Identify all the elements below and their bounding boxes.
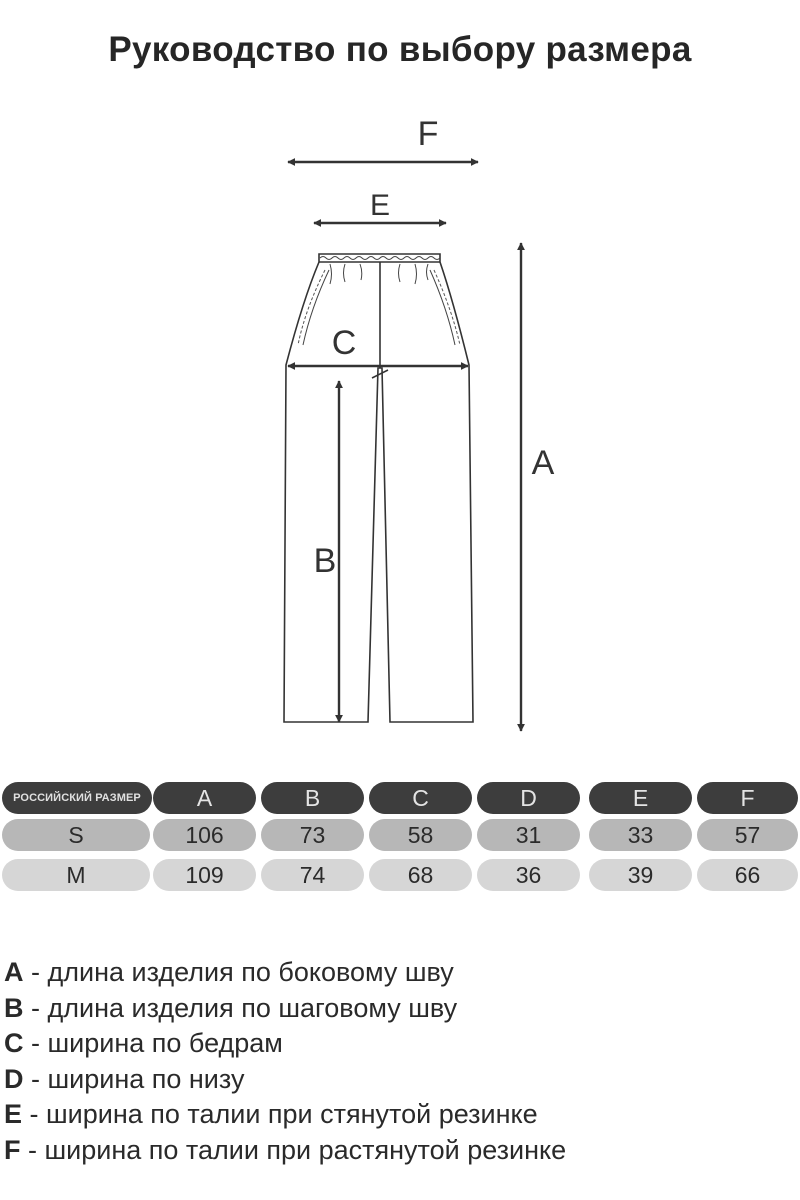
table-cell-m-size: M: [2, 859, 150, 891]
dimension-legend: A - длина изделия по боковому шву B - дл…: [4, 955, 796, 1168]
table-cell-m-f: 66: [697, 859, 798, 891]
table-cell-s-c: 58: [369, 819, 472, 851]
legend-text: - ширина по талии при стянутой резинке: [22, 1099, 538, 1129]
label-a: A: [532, 444, 555, 482]
table-header-size: РОССИЙСКИЙ РАЗМЕР: [2, 782, 152, 814]
legend-key: C: [4, 1028, 24, 1058]
legend-key: A: [4, 957, 24, 987]
page-title: Руководство по выбору размера: [108, 30, 692, 69]
legend-text: - ширина по низу: [23, 1063, 245, 1094]
table-cell-m-b: 74: [261, 859, 364, 891]
label-e: E: [370, 189, 390, 222]
legend-item-a: A - длина изделия по боковому шву: [4, 955, 796, 991]
table-cell-m-a: 109: [153, 859, 256, 891]
legend-key: E: [4, 1099, 23, 1129]
legend-item-b: B - длина изделия по шаговому шву: [4, 991, 796, 1027]
legend-item-f: F - ширина по талии при растянутой резин…: [4, 1133, 796, 1169]
table-cell-s-b: 73: [261, 819, 364, 851]
table-header-e: E: [589, 782, 692, 814]
legend-text: - ширина по талии при растянутой резинке: [20, 1134, 567, 1165]
label-f: F: [418, 115, 439, 153]
table-header-d: D: [477, 782, 580, 814]
legend-key: F: [4, 1134, 21, 1165]
label-c: C: [332, 324, 357, 362]
table-header-a: A: [153, 782, 256, 814]
table-cell-s-f: 57: [697, 819, 798, 851]
label-b: B: [314, 542, 337, 580]
waistband-gathers: [319, 256, 441, 285]
legend-text: - длина изделия по шаговому шву: [23, 992, 458, 1023]
pocket-seams: [302, 269, 456, 346]
pocket-lines: [297, 269, 461, 346]
table-cell-m-e: 39: [589, 859, 692, 891]
table-cell-m-c: 68: [369, 859, 472, 891]
pants-outline: [283, 253, 474, 723]
table-header-c: C: [369, 782, 472, 814]
table-cell-s-size: S: [2, 819, 150, 851]
legend-item-d: D - ширина по низу: [4, 1062, 796, 1098]
legend-key: B: [4, 992, 24, 1023]
legend-text: - длина изделия по боковому шву: [23, 957, 454, 987]
table-header-b: B: [261, 782, 364, 814]
pants-diagram: F E C A B: [283, 115, 555, 732]
table-cell-s-a: 106: [153, 819, 256, 851]
table-cell-s-d: 31: [477, 819, 580, 851]
legend-key: D: [4, 1063, 24, 1094]
table-cell-m-d: 36: [477, 859, 580, 891]
table-cell-s-e: 33: [589, 819, 692, 851]
table-header-f: F: [697, 782, 798, 814]
legend-item-e: E - ширина по талии при стянутой резинке: [4, 1097, 796, 1133]
legend-text: - ширина по бедрам: [23, 1028, 283, 1058]
legend-item-c: C - ширина по бедрам: [4, 1026, 796, 1062]
